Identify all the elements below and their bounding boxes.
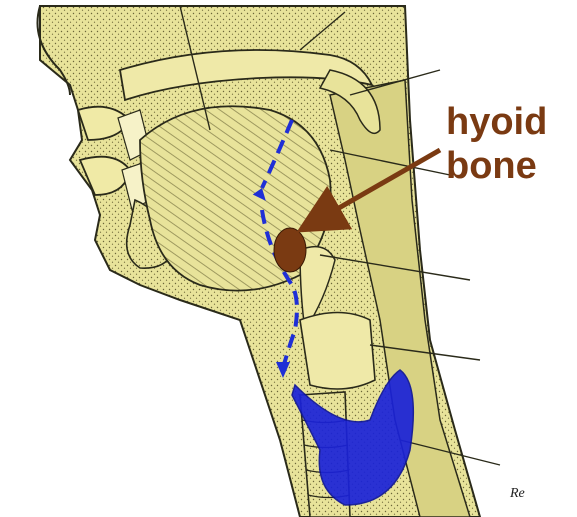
hyoid-label-line1: hyoid	[446, 100, 547, 144]
hyoid-label-line2: bone	[446, 144, 547, 188]
thyroid-cartilage	[300, 313, 375, 390]
hyoid-bone-label: hyoid bone	[446, 100, 547, 188]
hyoid-bone-marker	[274, 228, 306, 272]
artist-signature: Re	[510, 486, 525, 502]
